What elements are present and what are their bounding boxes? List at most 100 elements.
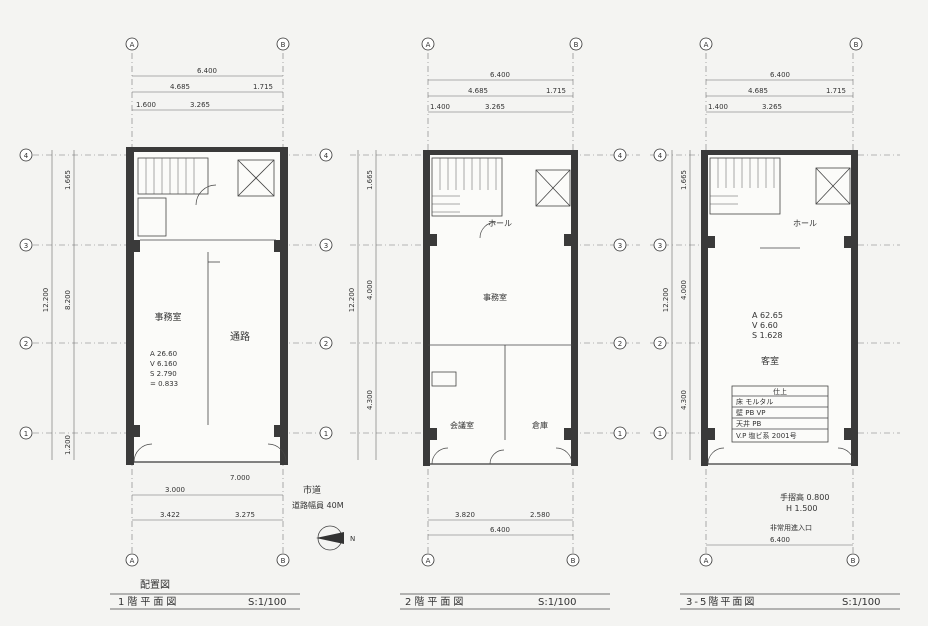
caption-2f: 2階平面図 [405,596,466,608]
scale-3-5f: S:1/100 [842,597,881,608]
area-row-a: A 26.60 [150,350,177,358]
grid-label-a-bottom: A [130,557,135,565]
svg-text:2.580: 2.580 [530,511,550,519]
grid-bubble-4-left [19,148,33,162]
stair-3f [709,157,781,215]
svg-text:S 1.628: S 1.628 [752,331,783,340]
svg-text:B: B [574,41,579,49]
svg-text:4.685: 4.685 [170,83,190,91]
finish-table: 仕上 床 モルタル 壁 PB VP 天井 PB V.P 塩ビ系 2001号 [731,385,829,443]
svg-text:3: 3 [658,242,662,250]
elevator-2f [535,169,571,207]
svg-text:1.665: 1.665 [680,170,688,190]
svg-text:3.000: 3.000 [165,486,185,494]
svg-text:2: 2 [618,340,622,348]
grid-label-4: 4 [24,152,29,160]
elevator-1f [237,159,275,197]
svg-text:4.300: 4.300 [366,390,374,410]
svg-text:1: 1 [618,430,622,438]
grid-label-b-top: B [281,41,286,49]
svg-text:7.000: 7.000 [230,474,250,482]
finish-title: 仕上 [773,387,787,396]
svg-text:4.000: 4.000 [366,280,374,300]
svg-text:4.685: 4.685 [748,87,768,95]
svg-text:2: 2 [658,340,662,348]
svg-text:1.715: 1.715 [253,83,273,91]
area-row-a-3f: A 62.65 [752,311,783,320]
svg-text:1: 1 [658,430,662,438]
plan-3-5f: A B A B 4 3 2 1 6.400 4.685 1.715 1.400 … [650,37,900,610]
scale-1f: S:1/100 [248,597,287,608]
grid-label-b-bottom: B [281,557,286,565]
svg-text:3.275: 3.275 [235,511,255,519]
svg-text:6.400: 6.400 [770,536,790,544]
svg-text:4.685: 4.685 [468,87,488,95]
grid-bubble-1-left [19,426,33,440]
grid-bubble-a-top [125,37,139,51]
svg-text:1.665: 1.665 [64,170,72,190]
svg-text:床 モルタル: 床 モルタル [736,397,773,406]
road-label: 市道 [303,484,321,496]
caption-3-5f: 3-5階平面図 [686,596,756,608]
room-office-1f: 事務室 [154,311,181,323]
grid-bubble-3-left [19,238,33,252]
svg-text:3.265: 3.265 [485,103,505,111]
plan-3-5f-outline [703,151,856,465]
svg-text:4.000: 4.000 [680,280,688,300]
svg-text:1: 1 [324,430,328,438]
plan-1f: A B A B 4 3 2 1 4 3 2 1 6.400 4.685 1.71… [19,37,355,610]
stair-2f [431,157,503,217]
svg-text:3.265: 3.265 [190,101,210,109]
svg-text:B: B [854,41,859,49]
room-meeting-2f: 会議室 [450,420,474,430]
note-emergency-exit: 非常用進入口 [770,523,812,532]
room-hall-2f: ホール [488,219,512,228]
svg-text:B: B [851,557,856,565]
svg-text:1.400: 1.400 [430,103,450,111]
svg-text:1.600: 1.600 [136,101,156,109]
plan-2f: A B A B 4 3 2 1 6.400 4.685 1.715 1.400 … [348,37,640,610]
svg-text:V.P 塩ビ系 2001号: V.P 塩ビ系 2001号 [736,431,797,440]
svg-text:6.400: 6.400 [490,71,510,79]
plan-2f-outline [425,151,577,465]
caption-1f: 1階平面図 [118,596,179,608]
svg-text:2: 2 [324,340,328,348]
scale-2f: S:1/100 [538,597,577,608]
room-guest-3f: 客室 [761,355,779,367]
grid-label-1: 1 [24,430,28,438]
svg-text:4: 4 [618,152,623,160]
svg-text:天井 PB: 天井 PB [736,419,761,428]
svg-text:3.820: 3.820 [455,511,475,519]
svg-text:3: 3 [618,242,622,250]
svg-text:8.200: 8.200 [64,290,72,310]
elevator-3f [815,167,851,205]
svg-text:1.200: 1.200 [64,435,72,455]
svg-text:B: B [571,557,576,565]
stair-1f [137,157,209,195]
svg-text:1.715: 1.715 [826,87,846,95]
room-hall-3f: ホール [793,219,817,228]
dim-left-overall: 12.200 [42,288,50,313]
svg-text:1.715: 1.715 [546,87,566,95]
grid-label-2: 2 [24,340,28,348]
dim-top-overall: 6.400 [197,67,217,75]
grid-bubble-b-bottom [276,553,290,567]
svg-text:H 1.500: H 1.500 [786,504,817,513]
svg-text:12.200: 12.200 [348,288,356,313]
svg-text:1.400: 1.400 [708,103,728,111]
note-rail-height: 手摺高 0.800 [780,492,829,502]
svg-text:V 6.60: V 6.60 [752,321,778,330]
room-passage-1f: 通路 [230,330,250,343]
svg-text:4.300: 4.300 [680,390,688,410]
svg-text:1.665: 1.665 [366,170,374,190]
svg-text:12.200: 12.200 [662,288,670,313]
svg-text:A: A [426,41,431,49]
svg-text:A: A [704,41,709,49]
room-store-2f: 倉庫 [532,420,548,430]
grid-label-a-top: A [130,41,135,49]
grid-bubble-b-top [276,37,290,51]
svg-text:V 6.160: V 6.160 [150,360,177,368]
grid-bubble-2-left [19,336,33,350]
